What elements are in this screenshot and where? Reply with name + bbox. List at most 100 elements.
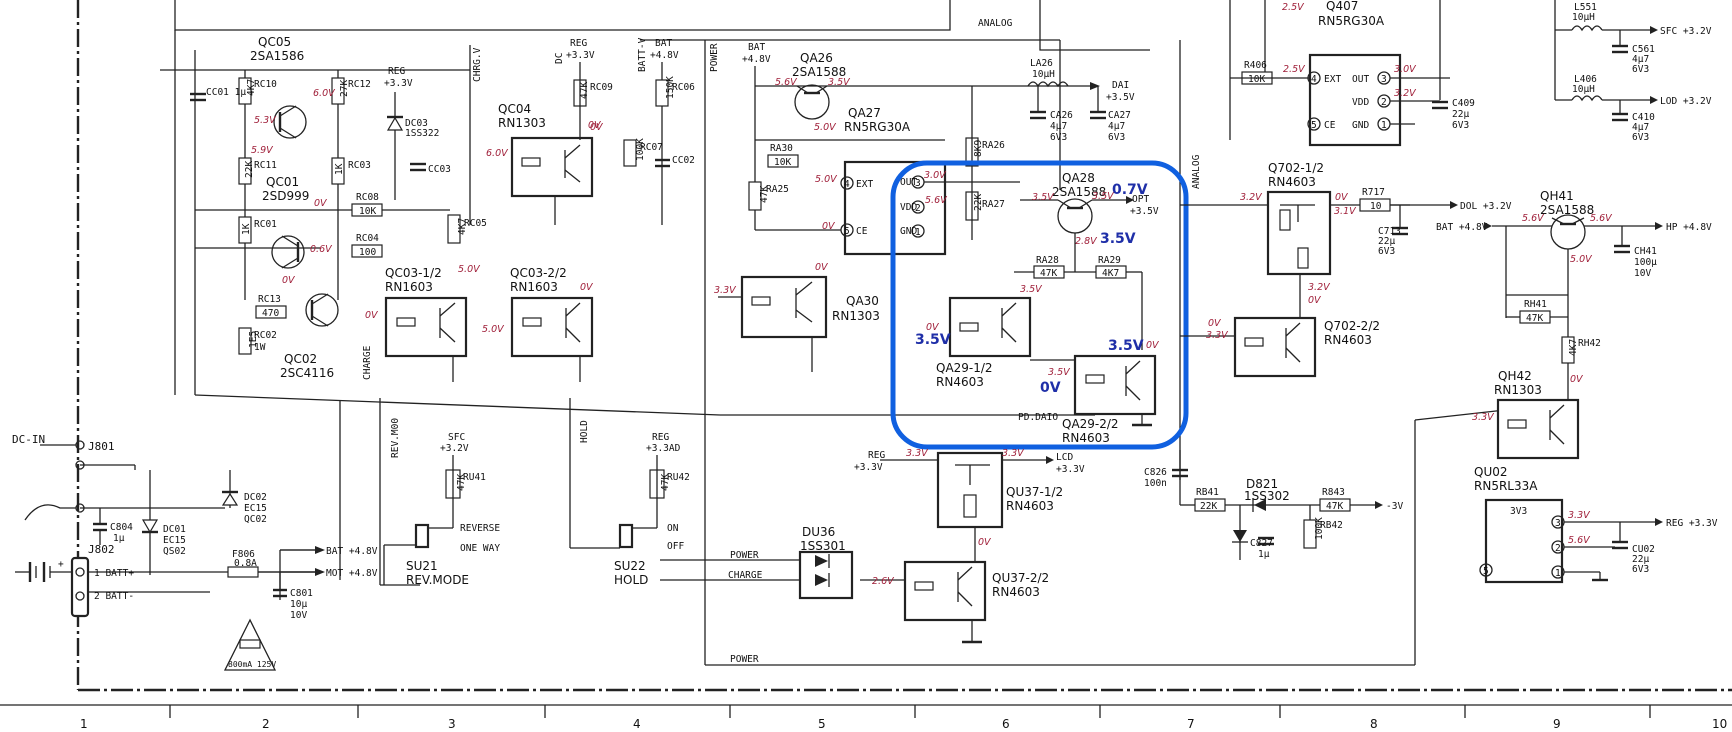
svg-text:47K: 47K — [1040, 268, 1057, 279]
svg-text:1SS301: 1SS301 — [800, 539, 846, 553]
svg-text:ONE WAY: ONE WAY — [460, 543, 500, 554]
svg-text:DC: DC — [554, 53, 565, 64]
svg-text:6V3: 6V3 — [1050, 132, 1067, 143]
svg-text:R406: R406 — [1244, 60, 1267, 71]
svg-text:C801: C801 — [290, 588, 313, 599]
bat-48-label: BAT +4.8V — [326, 546, 378, 557]
svg-text:QA28: QA28 — [1062, 171, 1095, 185]
svg-text:CU02: CU02 — [1632, 544, 1655, 555]
svg-text:2.5V: 2.5V — [1283, 64, 1306, 75]
svg-text:REV.M00: REV.M00 — [390, 418, 401, 458]
svg-text:REV.MODE: REV.MODE — [406, 573, 469, 587]
svg-text:47K: 47K — [456, 474, 467, 491]
svg-text:DU36: DU36 — [802, 525, 835, 539]
svg-text:3.3V: 3.3V — [1002, 448, 1025, 459]
column-label-6: 6 — [1002, 717, 1010, 731]
column-label-9: 9 — [1553, 717, 1561, 731]
svg-text:QC02: QC02 — [284, 352, 317, 366]
svg-text:4K7: 4K7 — [246, 79, 257, 96]
svg-text:RC05: RC05 — [464, 218, 487, 229]
svg-text:1: 1 — [915, 227, 921, 238]
svg-text:100μ: 100μ — [1634, 257, 1657, 268]
arrow-icon — [315, 568, 325, 576]
svg-text:RU42: RU42 — [667, 472, 690, 483]
svg-text:RC06: RC06 — [672, 82, 695, 93]
svg-text:3.0V: 3.0V — [924, 170, 947, 181]
svg-text:3.5V: 3.5V — [1020, 284, 1043, 295]
svg-text:RN5RG30A: RN5RG30A — [1318, 14, 1385, 28]
fuse-f806: F806 0.8A — [227, 549, 315, 578]
svg-text:QA26: QA26 — [800, 51, 833, 65]
svg-text:QH42: QH42 — [1498, 369, 1532, 383]
ic-qu37-2 — [903, 560, 987, 622]
svg-text:RN4603: RN4603 — [1268, 175, 1316, 189]
capacitor-c409: C409 22μ 6V3 — [1432, 0, 1475, 131]
svg-text:C713: C713 — [1378, 226, 1401, 237]
pd-daio-label: PD.DAIO — [1018, 412, 1058, 423]
svg-text:R717: R717 — [1362, 187, 1385, 198]
svg-text:RN1303: RN1303 — [1494, 383, 1542, 397]
svg-text:2SD999: 2SD999 — [262, 189, 309, 203]
svg-text:4: 4 — [1311, 74, 1317, 85]
svg-text:RC07: RC07 — [640, 142, 663, 153]
svg-text:QU02: QU02 — [1474, 465, 1508, 479]
svg-text:10V: 10V — [1634, 268, 1651, 279]
svg-text:+3.3V: +3.3V — [1056, 464, 1085, 475]
svg-text:10μ: 10μ — [290, 599, 307, 610]
svg-text:1E5: 1E5 — [248, 331, 259, 348]
svg-text:3.2V: 3.2V — [1240, 192, 1263, 203]
svg-text:VDD: VDD — [1352, 97, 1369, 108]
svg-text:5.0V: 5.0V — [482, 324, 505, 335]
svg-text:0.6V: 0.6V — [310, 244, 333, 255]
svg-text:2: 2 — [915, 203, 921, 214]
svg-text:C804: C804 — [110, 522, 133, 533]
svg-text:0V: 0V — [314, 198, 328, 209]
svg-text:C410: C410 — [1632, 112, 1655, 123]
column-label-8: 8 — [1370, 717, 1378, 731]
svg-text:100K: 100K — [1314, 517, 1325, 540]
svg-text:2SA1588: 2SA1588 — [792, 65, 846, 79]
svg-text:0V: 0V — [1146, 340, 1160, 351]
svg-text:+3.3V: +3.3V — [566, 50, 595, 61]
svg-text:CC01 1μ: CC01 1μ — [206, 87, 246, 98]
svg-text:RC04: RC04 — [356, 233, 379, 244]
svg-text:10μH: 10μH — [1572, 12, 1595, 23]
svg-text:5.3V: 5.3V — [254, 115, 277, 126]
svg-text:1SS302: 1SS302 — [1244, 489, 1290, 503]
transistor-qc02-icon — [305, 293, 339, 327]
svg-text:3.5V: 3.5V — [1048, 367, 1071, 378]
svg-text:RN5RL33A: RN5RL33A — [1474, 479, 1538, 493]
svg-text:470: 470 — [262, 308, 279, 319]
svg-text:CHARGE: CHARGE — [728, 570, 763, 581]
svg-text:Q407: Q407 — [1326, 0, 1358, 13]
svg-text:47K: 47K — [759, 186, 770, 203]
svg-text:3.3V: 3.3V — [1568, 510, 1591, 521]
svg-text:10K: 10K — [1248, 74, 1265, 85]
svg-text:QC04: QC04 — [498, 102, 531, 116]
svg-text:-3V: -3V — [1386, 501, 1403, 512]
svg-text:OFF: OFF — [667, 541, 684, 552]
svg-text:+3.3V: +3.3V — [384, 78, 413, 89]
svg-text:1K: 1K — [334, 163, 345, 175]
svg-text:REG: REG — [652, 432, 669, 443]
svg-text:6V3: 6V3 — [1632, 132, 1649, 143]
resistor-rc06 — [655, 79, 669, 107]
svg-text:3.3V: 3.3V — [906, 448, 929, 459]
svg-text:QA30: QA30 — [846, 294, 879, 308]
svg-text:POWER: POWER — [730, 550, 759, 561]
svg-text:+4.8V: +4.8V — [650, 50, 679, 61]
svg-text:RN1303: RN1303 — [832, 309, 880, 323]
analog-label: ANALOG — [978, 18, 1013, 29]
svg-text:4μ7: 4μ7 — [1050, 121, 1067, 132]
svg-text:C826: C826 — [1144, 467, 1167, 478]
svg-text:4μ7: 4μ7 — [1632, 122, 1649, 133]
svg-text:HP +4.8V: HP +4.8V — [1666, 222, 1712, 233]
ic-qc03-1 — [384, 296, 468, 358]
svg-text:CC03: CC03 — [428, 164, 451, 175]
svg-text:DC02: DC02 — [244, 492, 267, 503]
svg-text:QA27: QA27 — [848, 106, 881, 120]
resistor-ra25 — [748, 181, 762, 211]
svg-text:8K9: 8K9 — [973, 140, 984, 157]
svg-text:3: 3 — [1555, 518, 1561, 529]
ic-qa29-2 — [1073, 354, 1157, 416]
